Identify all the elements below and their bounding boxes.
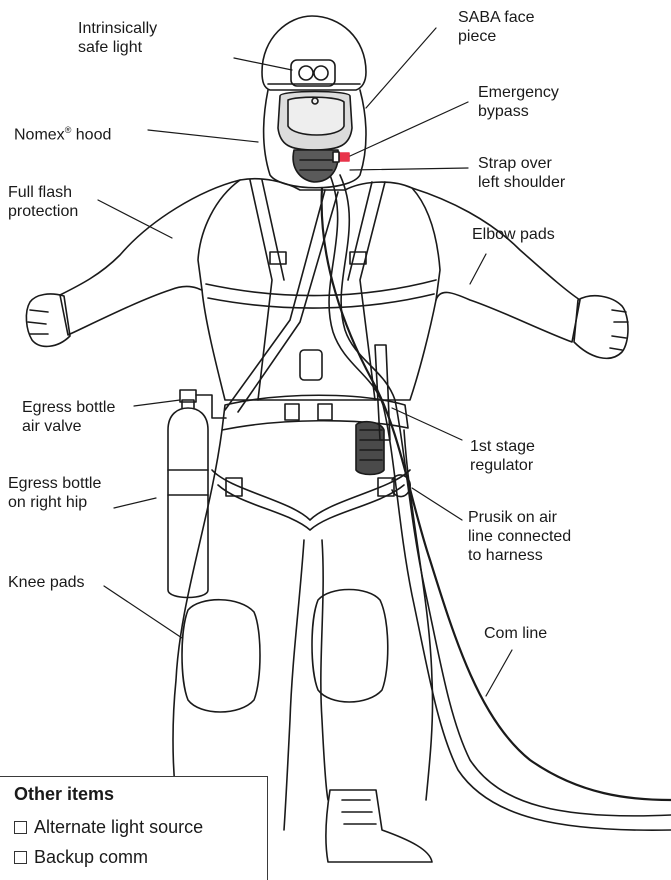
other-item-label: Alternate light source — [34, 817, 203, 838]
helmet — [262, 16, 366, 90]
label-com-line: Com line — [484, 624, 547, 643]
egress-bottle — [168, 390, 226, 598]
other-item-label: Backup comm — [34, 847, 148, 868]
label-first-stage-regulator: 1st stage regulator — [470, 437, 535, 475]
label-egress-bottle-on-right-hip: Egress bottle on right hip — [8, 474, 101, 512]
helmet-light — [291, 60, 335, 86]
label-egress-bottle-air-valve: Egress bottle air valve — [22, 398, 115, 436]
other-items-title: Other items — [14, 784, 114, 805]
label-saba-face-piece: SABA face piece — [458, 8, 535, 46]
com-line — [322, 188, 671, 800]
label-knee-pads: Knee pads — [8, 573, 85, 592]
left-arm — [60, 180, 240, 335]
checkbox-icon — [14, 851, 27, 864]
other-item-alternate-light-source: Alternate light source — [14, 817, 203, 838]
label-nomex-rest: hood — [71, 126, 111, 143]
right-boot — [326, 790, 432, 862]
air-line — [329, 175, 671, 830]
left-leg — [173, 430, 304, 830]
checkbox-icon — [14, 821, 27, 834]
label-intrinsically-safe-light: Intrinsically safe light — [78, 19, 157, 57]
right-arm — [412, 188, 580, 342]
left-knee-pad — [182, 600, 260, 712]
other-items-box: Other items Alternate light source Backu… — [0, 776, 268, 880]
label-elbow-pads: Elbow pads — [472, 225, 555, 244]
chest-strap — [206, 280, 436, 308]
label-nomex-name: Nomex — [14, 126, 65, 143]
label-prusik-on-air-line: Prusik on air line connected to harness — [468, 508, 571, 565]
label-emergency-bypass: Emergency bypass — [478, 83, 559, 121]
other-item-backup-comm: Backup comm — [14, 847, 148, 868]
saba-face-piece — [278, 92, 352, 183]
label-strap-over-left-shoulder: Strap over left shoulder — [478, 154, 565, 192]
label-nomex-hood: Nomex® hood — [14, 121, 111, 144]
left-glove — [26, 294, 70, 346]
label-full-flash-protection: Full flash protection — [8, 183, 78, 221]
